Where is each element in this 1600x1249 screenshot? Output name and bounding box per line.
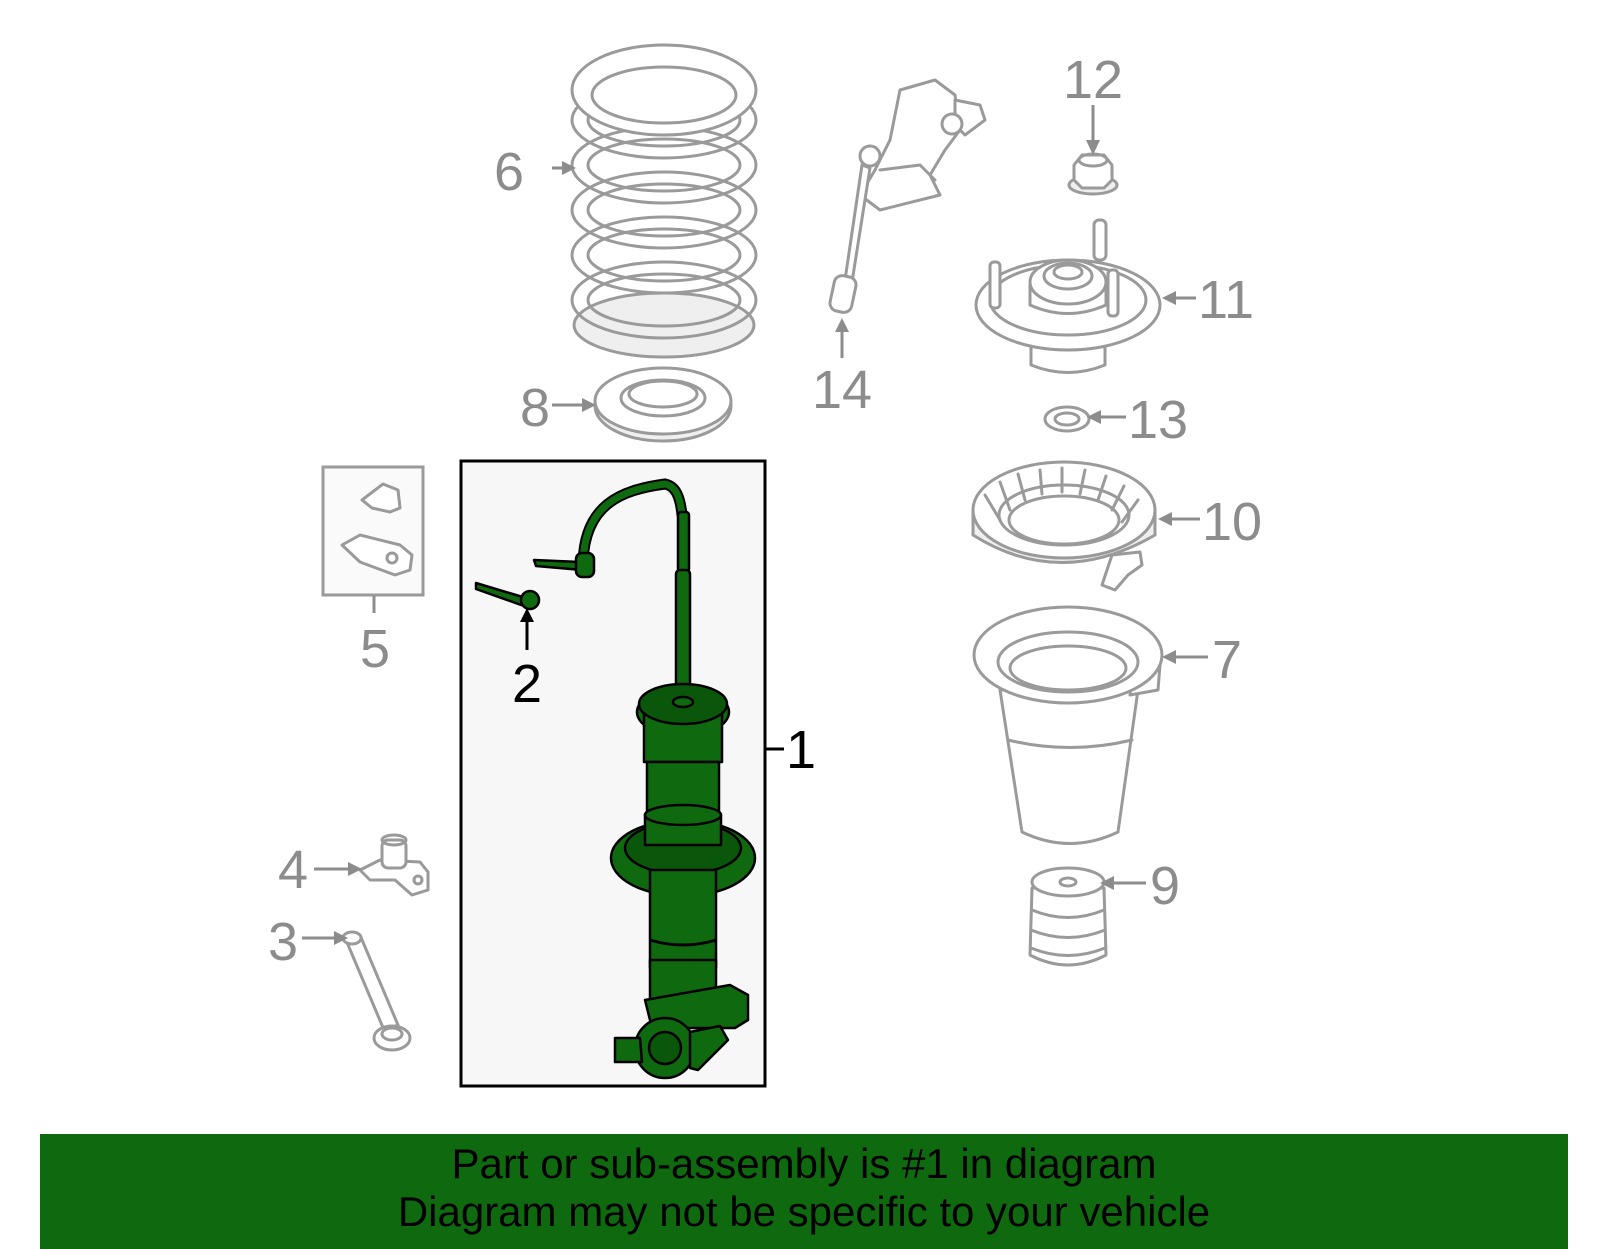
spring-insulator-part-8 xyxy=(593,366,733,443)
callout-8: 8 xyxy=(520,378,550,438)
callout-14: 14 xyxy=(812,360,872,420)
bolt-part-3 xyxy=(341,930,412,1052)
bump-stop-part-9 xyxy=(1028,866,1108,967)
callout-7: 7 xyxy=(1212,630,1242,690)
callout-12: 12 xyxy=(1063,50,1123,110)
callout-arrows xyxy=(302,105,1208,945)
callout-2: 2 xyxy=(512,654,542,714)
coil-spring-part-6 xyxy=(570,43,758,359)
footer-line-2: Diagram may not be specific to your vehi… xyxy=(397,1188,1211,1235)
callout-6: 6 xyxy=(494,142,524,202)
footer-line-1: Part or sub-assembly is #1 in diagram xyxy=(451,1140,1157,1187)
pin-part-2 xyxy=(474,581,541,611)
callout-1: 1 xyxy=(786,720,816,780)
footer-banner: Part or sub-assembly is #1 in diagram Di… xyxy=(40,1134,1568,1249)
upper-mount-part-11 xyxy=(974,218,1162,374)
callout-3: 3 xyxy=(268,912,298,972)
height-sensor-part-14 xyxy=(828,78,987,314)
callout-5: 5 xyxy=(360,619,390,679)
clips-part-5 xyxy=(321,465,425,597)
callout-9: 9 xyxy=(1150,856,1180,916)
spring-seat-part-10 xyxy=(971,460,1157,592)
nut-part-12 xyxy=(1067,152,1119,196)
bracket-part-4 xyxy=(358,833,430,897)
strut-assembly-part-1 xyxy=(532,478,757,1080)
dust-boot-part-7 xyxy=(972,605,1164,845)
callout-4: 4 xyxy=(278,840,308,900)
callout-13: 13 xyxy=(1128,390,1188,450)
washer-part-13 xyxy=(1043,405,1091,433)
callout-11: 11 xyxy=(1198,270,1254,330)
callout-10: 10 xyxy=(1202,492,1262,552)
